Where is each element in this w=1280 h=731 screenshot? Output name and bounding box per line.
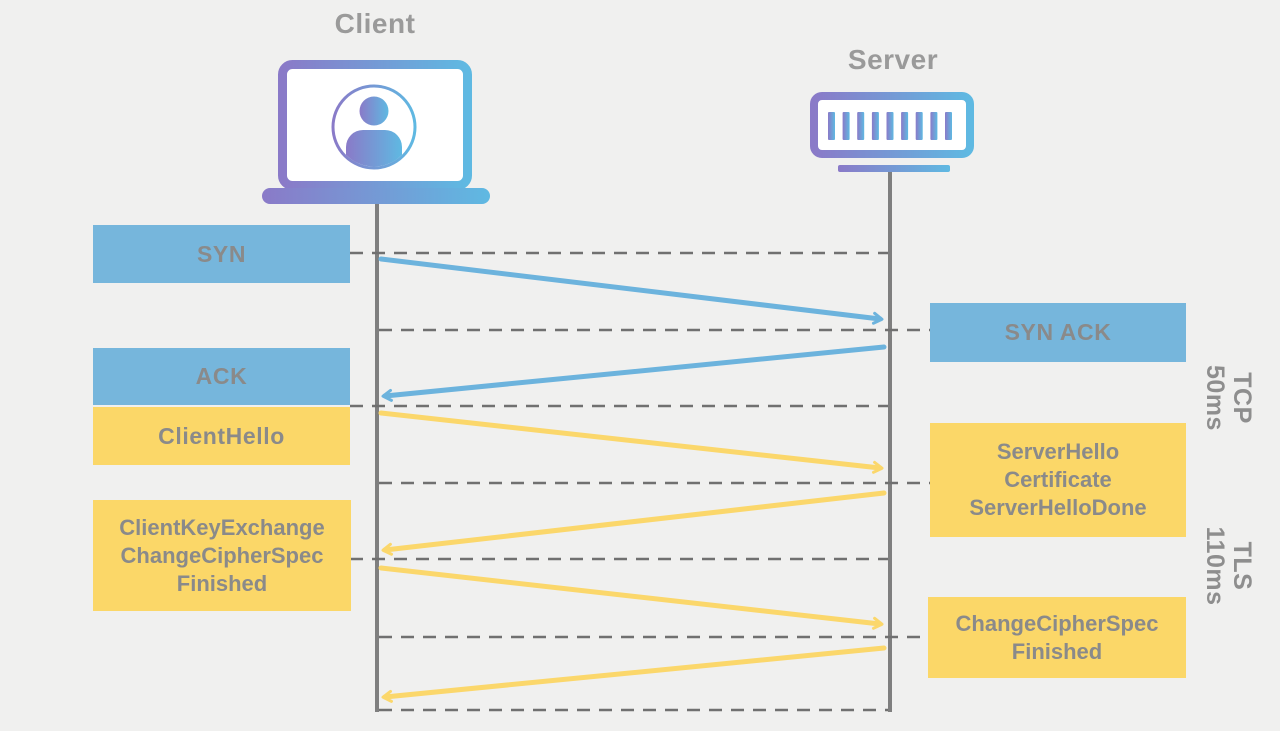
client-hello-box: ClientHello — [93, 407, 350, 465]
server-rack-icon — [810, 92, 974, 172]
laptop-base — [262, 188, 490, 204]
server-hello-box: ServerHello Certificate ServerHelloDone — [930, 423, 1186, 537]
tls-phase-label: TLS 110ms — [1201, 526, 1256, 606]
change-cipher-spec-box: ChangeCipherSpec Finished — [928, 597, 1186, 678]
client-hello-arrow — [378, 410, 884, 474]
change-cipher-finished-arrow — [381, 645, 887, 703]
timing-dashed-lines — [350, 251, 930, 712]
client-title: Client — [334, 8, 416, 39]
server-hello-arrow — [381, 490, 887, 556]
syn-box: SYN — [93, 225, 350, 283]
server-stand — [838, 165, 950, 172]
ack-box: ACK — [93, 348, 350, 405]
client-key-exchange-box: ClientKeyExchange ChangeCipherSpec Finis… — [93, 500, 351, 611]
server-title: Server — [847, 44, 939, 75]
syn-arrow — [378, 256, 884, 325]
client-key-exchange-arrow — [378, 565, 884, 630]
syn-ack-box: SYN ACK — [930, 303, 1186, 362]
laptop-user-icon — [262, 60, 490, 204]
syn-ack-arrow — [381, 344, 887, 402]
message-arrows — [378, 256, 887, 703]
tcp-phase-label: TCP 50ms — [1201, 365, 1256, 431]
server-slot-bars — [828, 112, 952, 140]
